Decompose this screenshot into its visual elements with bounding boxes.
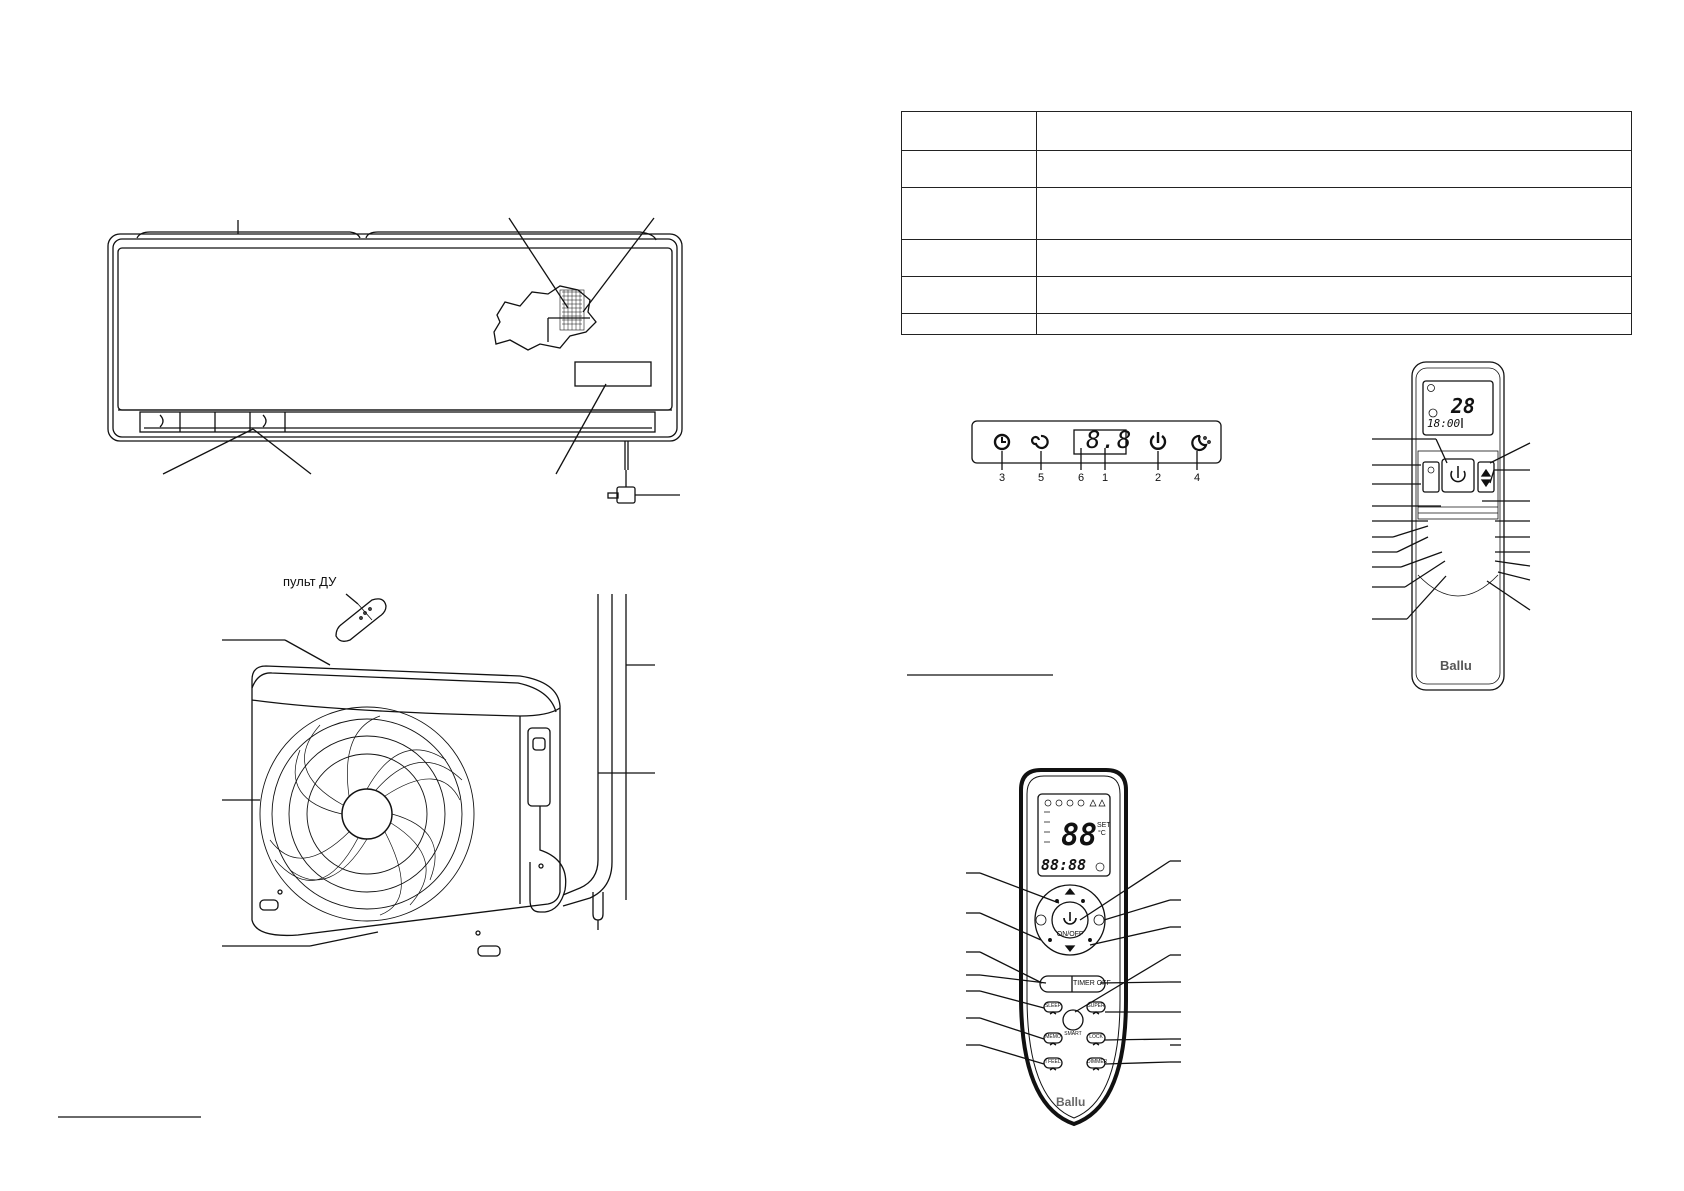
memo-label: MEMO bbox=[1045, 1034, 1061, 1040]
indoor-display-panel bbox=[971, 420, 1222, 470]
indicator-number: 6 bbox=[1077, 472, 1085, 484]
table-cell bbox=[1036, 187, 1632, 240]
small-remote bbox=[1372, 361, 1531, 691]
table-row bbox=[901, 313, 1632, 335]
indoor-unit bbox=[107, 217, 683, 504]
outdoor-unit bbox=[222, 594, 655, 957]
lock-label: LOCK bbox=[1089, 1034, 1103, 1040]
small-remote-clock: 18:00 bbox=[1427, 417, 1461, 430]
large-remote bbox=[966, 768, 1181, 1127]
small-remote-temp: 28 bbox=[1451, 394, 1476, 418]
table-cell bbox=[1036, 313, 1632, 335]
unit-label: °C bbox=[1098, 830, 1106, 837]
table-row bbox=[901, 187, 1632, 240]
large-remote-clock: 88:88 bbox=[1041, 856, 1087, 874]
indicator-number: 3 bbox=[998, 472, 1006, 484]
indicator-number: 5 bbox=[1037, 472, 1045, 484]
timer-off-label: TIMER OFF bbox=[1073, 980, 1111, 987]
large-remote-temp: 88 bbox=[1061, 818, 1098, 853]
super-label: SUPER bbox=[1087, 1003, 1105, 1009]
dimmer-label: DIMMER bbox=[1087, 1059, 1108, 1065]
sleep-label: SLEEP bbox=[1044, 1003, 1062, 1009]
indicator-number: 2 bbox=[1154, 472, 1162, 484]
on-off-label: ON/OFF bbox=[1056, 931, 1084, 938]
table-row bbox=[901, 239, 1632, 277]
smart-label: SMART bbox=[1064, 1031, 1082, 1037]
mini-remote-icon bbox=[335, 593, 387, 642]
large-remote-brand-logo: Ballu bbox=[1056, 1095, 1086, 1109]
spec-table bbox=[901, 111, 1632, 335]
indicator-number: 4 bbox=[1193, 472, 1201, 484]
table-row bbox=[901, 276, 1632, 314]
small-remote-brand-logo: Ballu bbox=[1440, 658, 1472, 673]
indicator-number: 1 bbox=[1101, 472, 1109, 484]
table-cell bbox=[901, 150, 1037, 188]
set-label: SET bbox=[1097, 822, 1111, 829]
table-cell bbox=[901, 276, 1037, 314]
table-cell bbox=[901, 239, 1037, 277]
display-readout: 8.8 bbox=[1086, 426, 1133, 454]
remote-caption: пульт ДУ bbox=[283, 574, 337, 589]
ifeel-label: I FEEL bbox=[1045, 1059, 1061, 1065]
